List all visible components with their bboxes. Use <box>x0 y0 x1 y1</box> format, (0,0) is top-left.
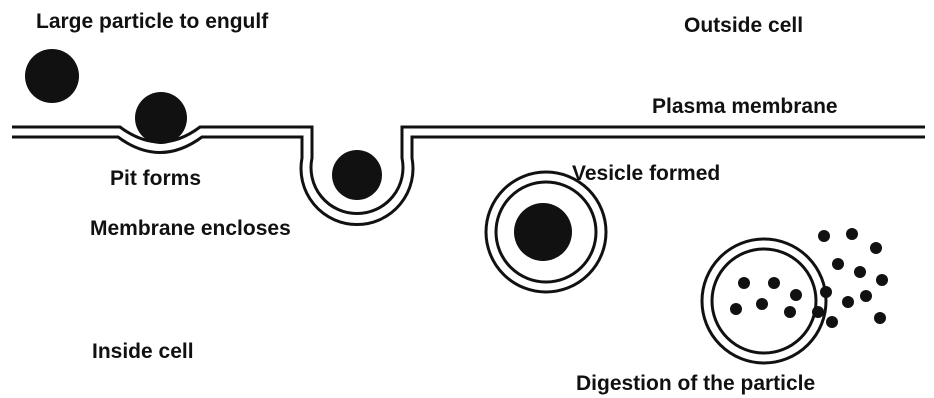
label-inside-cell: Inside cell <box>92 340 194 363</box>
free-particle <box>25 49 79 103</box>
pit-particle <box>135 92 187 144</box>
label-pit-forms: Pit forms <box>110 167 201 190</box>
label-outside-cell: Outside cell <box>684 14 803 37</box>
label-membrane-encloses: Membrane encloses <box>90 217 291 240</box>
formed-vesicle <box>486 172 606 292</box>
label-digestion: Digestion of the particle <box>576 372 815 395</box>
vesicle-particle <box>514 203 572 261</box>
enclosed-particle <box>332 150 382 200</box>
label-vesicle-formed: Vesicle formed <box>572 162 720 185</box>
label-large-particle: Large particle to engulf <box>36 10 269 33</box>
label-plasma-membrane: Plasma membrane <box>652 95 838 118</box>
